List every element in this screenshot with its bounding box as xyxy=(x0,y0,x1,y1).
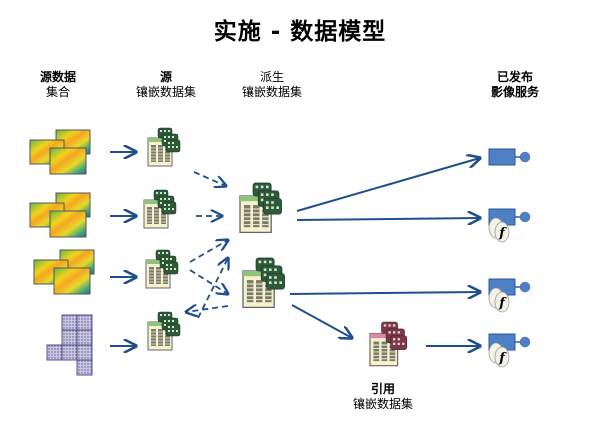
raster-images-icon xyxy=(29,192,91,238)
label-referenced-line2: 镶嵌数据集 xyxy=(352,397,413,411)
header-published-line1: 已发布 xyxy=(496,70,533,84)
arrow-to-referenced xyxy=(291,304,352,338)
image-service-icon xyxy=(488,148,531,166)
header-published-line2: 影像服务 xyxy=(490,85,539,99)
derived-mosaic-dataset-icon xyxy=(239,182,283,234)
label-referenced-line1: 引用 xyxy=(370,382,395,396)
referenced-mosaic-dataset-icon xyxy=(369,321,408,367)
dashed-arrow xyxy=(197,258,228,319)
page-title: 实施 - 数据模型 xyxy=(213,19,387,45)
mosaic-dataset-icon xyxy=(147,127,181,167)
mosaic-dataset-icon xyxy=(147,311,181,351)
dashed-arrow xyxy=(186,306,229,312)
header-source-mosaic: 源 镶嵌数据集 xyxy=(118,70,214,100)
tiled-raster-icon xyxy=(46,314,93,376)
image-service-function-icon xyxy=(488,278,531,313)
header-source-data-line1: 源数据 xyxy=(39,70,76,84)
header-source-data: 源数据 集合 xyxy=(28,70,88,100)
dashed-arrow xyxy=(193,171,226,186)
mosaic-dataset-icon xyxy=(145,249,179,289)
raster-images-icon xyxy=(33,249,95,295)
header-source-mosaic-line2: 镶嵌数据集 xyxy=(135,85,196,99)
header-source-data-line2: 集合 xyxy=(45,85,70,99)
header-derived-mosaic: 派生 镶嵌数据集 xyxy=(224,70,320,100)
arrow-to-service xyxy=(289,292,480,294)
image-service-function-icon xyxy=(488,208,531,243)
dashed-arrow xyxy=(189,240,228,263)
derived-mosaic-dataset-icon xyxy=(242,257,286,309)
raster-images-icon xyxy=(29,129,91,175)
image-service-function-icon xyxy=(488,333,531,368)
arrow-to-service xyxy=(296,218,480,220)
header-derived-mosaic-line2: 镶嵌数据集 xyxy=(241,85,302,99)
arrow-to-service xyxy=(296,158,480,212)
label-referenced-mosaic: 引用 镶嵌数据集 xyxy=(338,382,428,412)
header-source-mosaic-line1: 源 xyxy=(159,70,172,84)
dashed-arrow xyxy=(189,269,228,294)
mosaic-dataset-icon xyxy=(143,189,177,229)
header-published-services: 已发布 影像服务 xyxy=(470,70,560,100)
header-derived-mosaic-line1: 派生 xyxy=(259,70,284,84)
